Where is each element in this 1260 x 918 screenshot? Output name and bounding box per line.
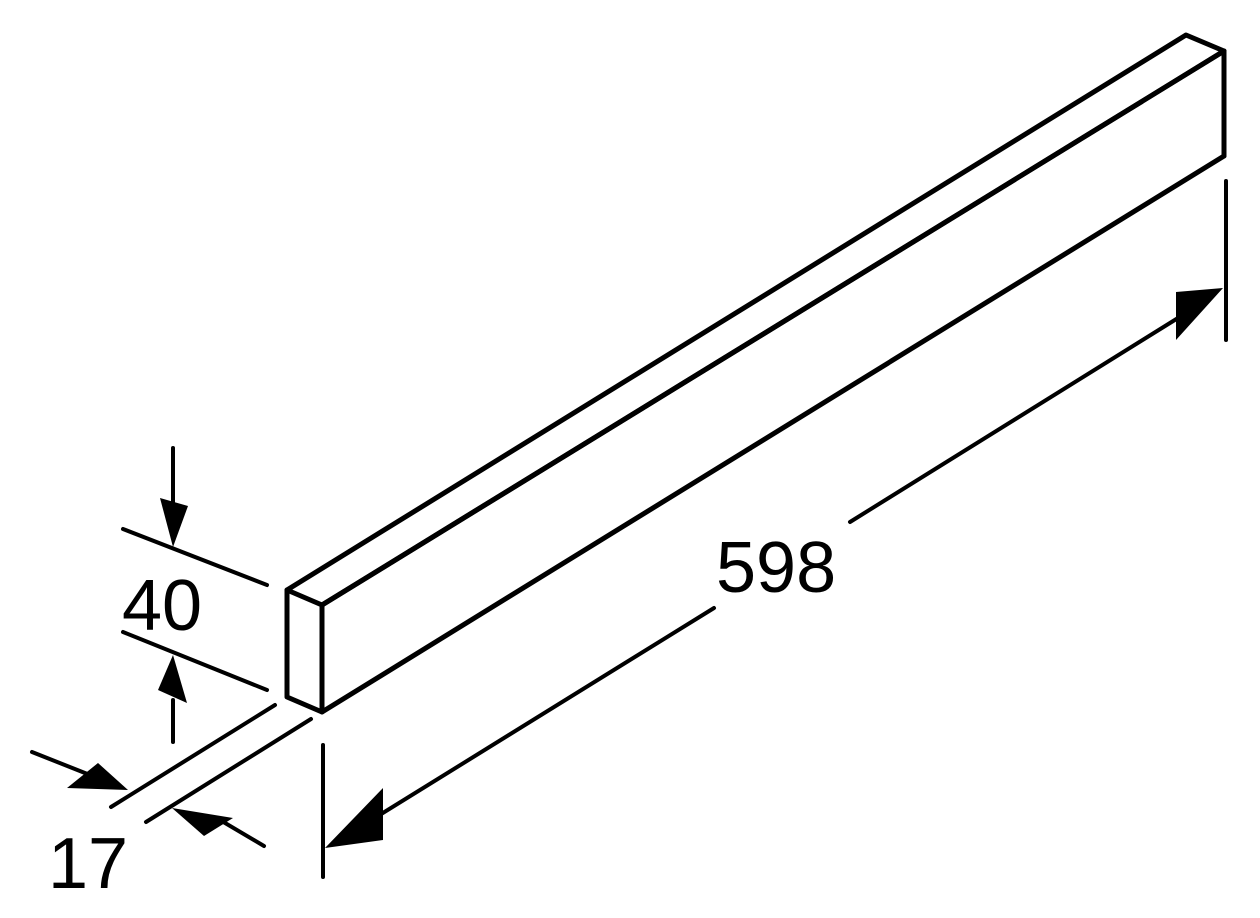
extension-line-depth-2 [144,717,313,824]
dimension-depth [30,703,313,848]
arrow-head-depth-left-icon [67,763,128,790]
extension-line-top [121,527,269,587]
dimension-label-depth: 17 [48,824,128,904]
arrow-head-length-right-icon [1176,288,1223,340]
dimension-label-height: 40 [122,566,202,646]
dimension-length [321,179,1228,879]
dimension-line-left-segment [376,606,716,818]
bar-end-face [284,587,325,715]
dimension-height [121,446,269,744]
arrow-shaft-depth-left [30,750,92,777]
arrow-shaft-depth-right [218,818,266,848]
arrow-head-depth-right-icon [172,808,233,836]
arrow-head-down-icon [160,498,188,547]
dimension-label-length: 598 [716,528,836,608]
bar-outline [284,32,1227,715]
extension-line-bottom [121,630,269,692]
dimension-line-right-segment [848,316,1180,524]
arrow-head-up-icon [158,655,187,703]
bar-bottom-front-edge [319,153,1227,715]
extension-line-depth-1 [109,703,277,809]
bar-top-face [284,32,1227,608]
bar-top-front-edge [319,48,1227,608]
arrow-head-length-left-icon [325,788,383,848]
